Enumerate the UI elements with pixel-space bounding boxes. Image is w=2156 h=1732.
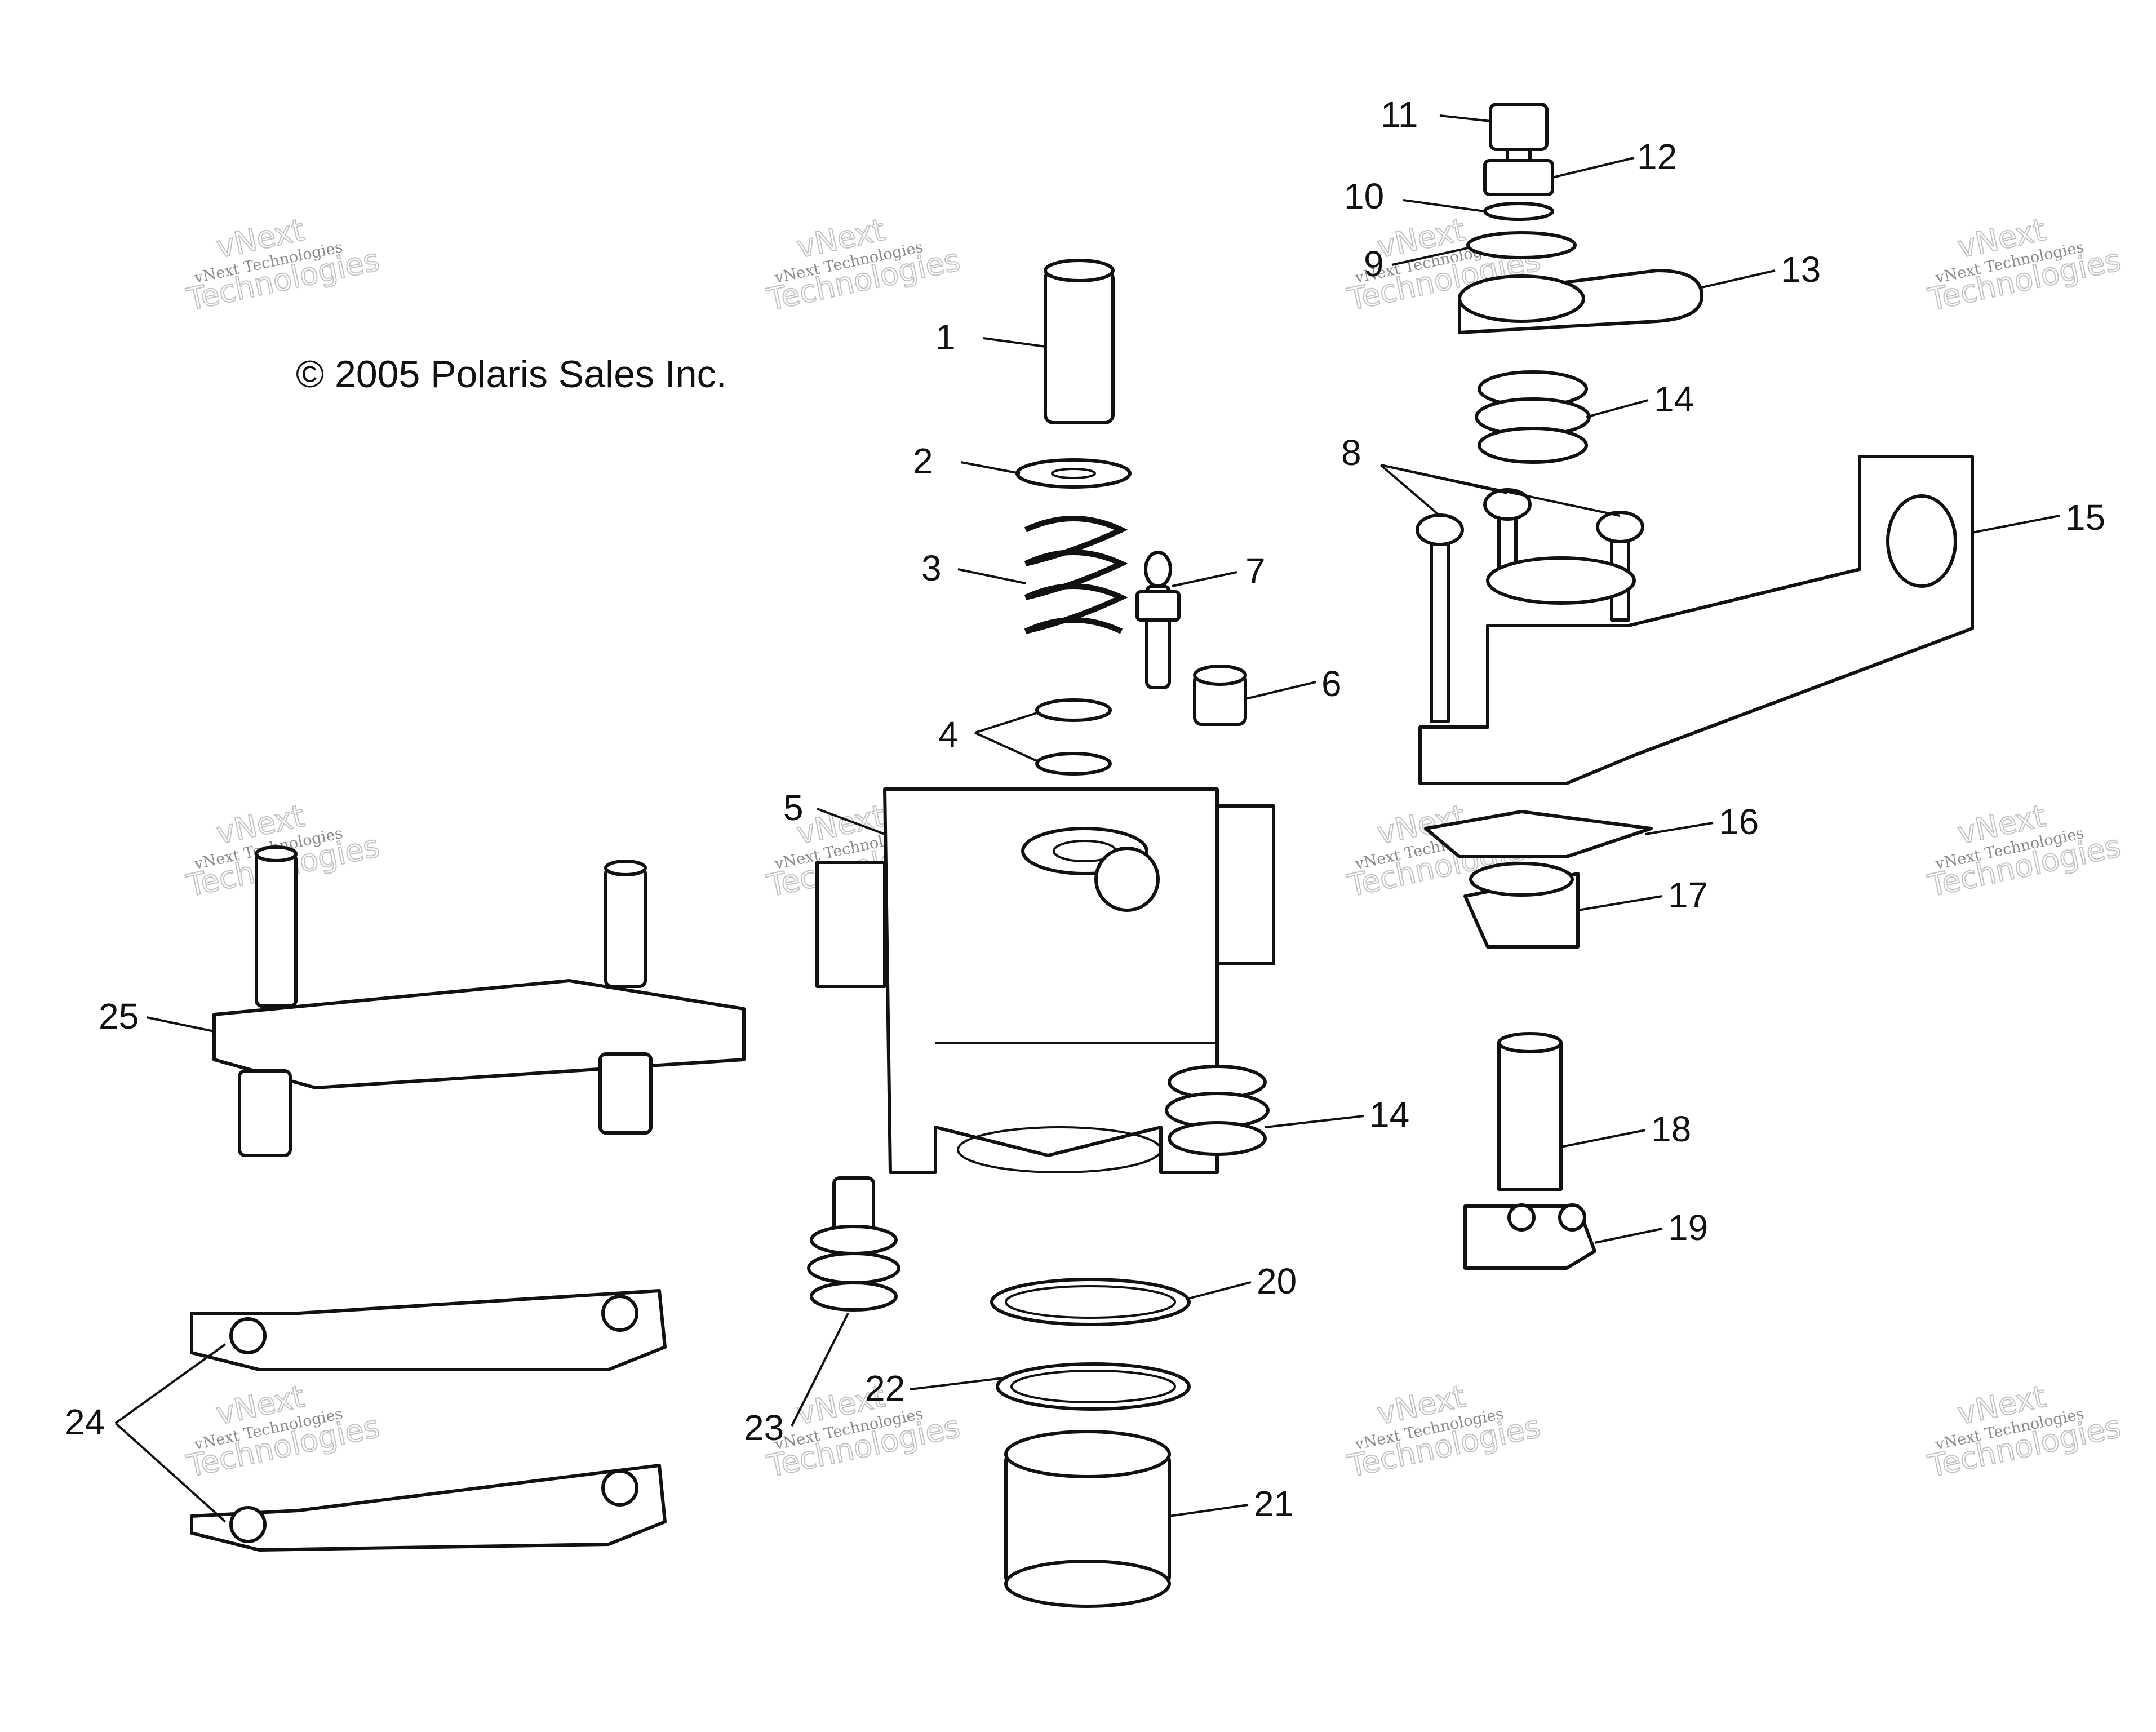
part-18-shaft — [1497, 1032, 1563, 1191]
part-4-orings — [1035, 698, 1112, 776]
watermark: vNext vNext Technologies Technologies — [763, 211, 963, 318]
part-1-pin — [1044, 259, 1115, 424]
callout-14-upper: 14 — [1654, 379, 1694, 419]
watermark: vNext vNext Technologies Technologies — [1924, 1378, 2124, 1485]
callout-24: 24 — [65, 1402, 105, 1442]
watermark: vNext vNext Technologies Technologies — [763, 1378, 963, 1485]
callout-4: 4 — [938, 714, 959, 755]
callout-17: 17 — [1668, 875, 1708, 915]
callout-8: 8 — [1341, 432, 1361, 473]
part-10-washer — [1483, 202, 1554, 221]
part-23-pin-boot — [807, 1176, 900, 1312]
part-22-seal — [996, 1362, 1191, 1411]
part-17-cam — [1463, 862, 1580, 949]
callout-18: 18 — [1651, 1109, 1691, 1149]
part-7-bleeder — [1135, 551, 1181, 689]
part-24-brake-pads — [190, 1289, 667, 1552]
watermark: vNext vNext Technologies Technologies — [183, 211, 383, 318]
callout-7: 7 — [1245, 551, 1266, 591]
part-14-boot-lower — [1165, 1065, 1270, 1156]
callout-23: 23 — [744, 1407, 784, 1448]
copyright-notice: © 2005 Polaris Sales Inc. — [296, 353, 727, 396]
callout-14-lower: 14 — [1369, 1095, 1409, 1135]
callout-6: 6 — [1321, 663, 1342, 704]
part-12-nut — [1483, 159, 1554, 196]
watermark: vNext vNext Technologies Technologies — [183, 1378, 383, 1485]
part-21-piston — [1004, 1430, 1171, 1608]
callout-3: 3 — [921, 548, 942, 588]
part-9-washer — [1466, 231, 1577, 259]
callout-20: 20 — [1257, 1261, 1297, 1301]
callout-11: 11 — [1381, 94, 1418, 135]
callout-1: 1 — [935, 317, 956, 357]
part-3-spring — [1024, 516, 1128, 634]
part-14-boot-upper — [1475, 370, 1591, 464]
callout-16: 16 — [1719, 801, 1759, 842]
part-2-washer — [1015, 458, 1132, 489]
part-5-caliper-housing — [815, 787, 1275, 1174]
watermark: vNext vNext Technologies Technologies — [1343, 1378, 1543, 1485]
callout-10: 10 — [1344, 176, 1384, 216]
leader-lines — [114, 114, 2060, 1523]
part-15-bracket — [1418, 455, 1974, 785]
callout-25: 25 — [99, 996, 139, 1036]
part-13-arm — [1457, 269, 1703, 334]
callout-2: 2 — [913, 441, 933, 481]
part-19-actuator — [1463, 1203, 1596, 1270]
callout-12: 12 — [1637, 136, 1677, 177]
watermark: vNext vNext Technologies Technologies — [1924, 211, 2124, 318]
callout-5: 5 — [783, 787, 804, 828]
parts — [190, 103, 1974, 1608]
callout-13: 13 — [1781, 249, 1821, 290]
callouts: 1 2 3 4 5 6 7 8 9 10 11 12 13 14 14 15 1… — [65, 94, 2105, 1524]
part-20-seal — [990, 1278, 1191, 1326]
part-25-mounting-bracket — [212, 845, 746, 1157]
callout-22: 22 — [865, 1368, 905, 1408]
watermark: vNext vNext Technologies Technologies — [1924, 798, 2124, 904]
part-16-gasket — [1424, 810, 1653, 858]
part-6-cap — [1193, 665, 1247, 726]
callout-19: 19 — [1668, 1207, 1708, 1248]
callout-21: 21 — [1254, 1483, 1294, 1524]
callout-15: 15 — [2065, 497, 2105, 538]
callout-9: 9 — [1364, 243, 1384, 284]
